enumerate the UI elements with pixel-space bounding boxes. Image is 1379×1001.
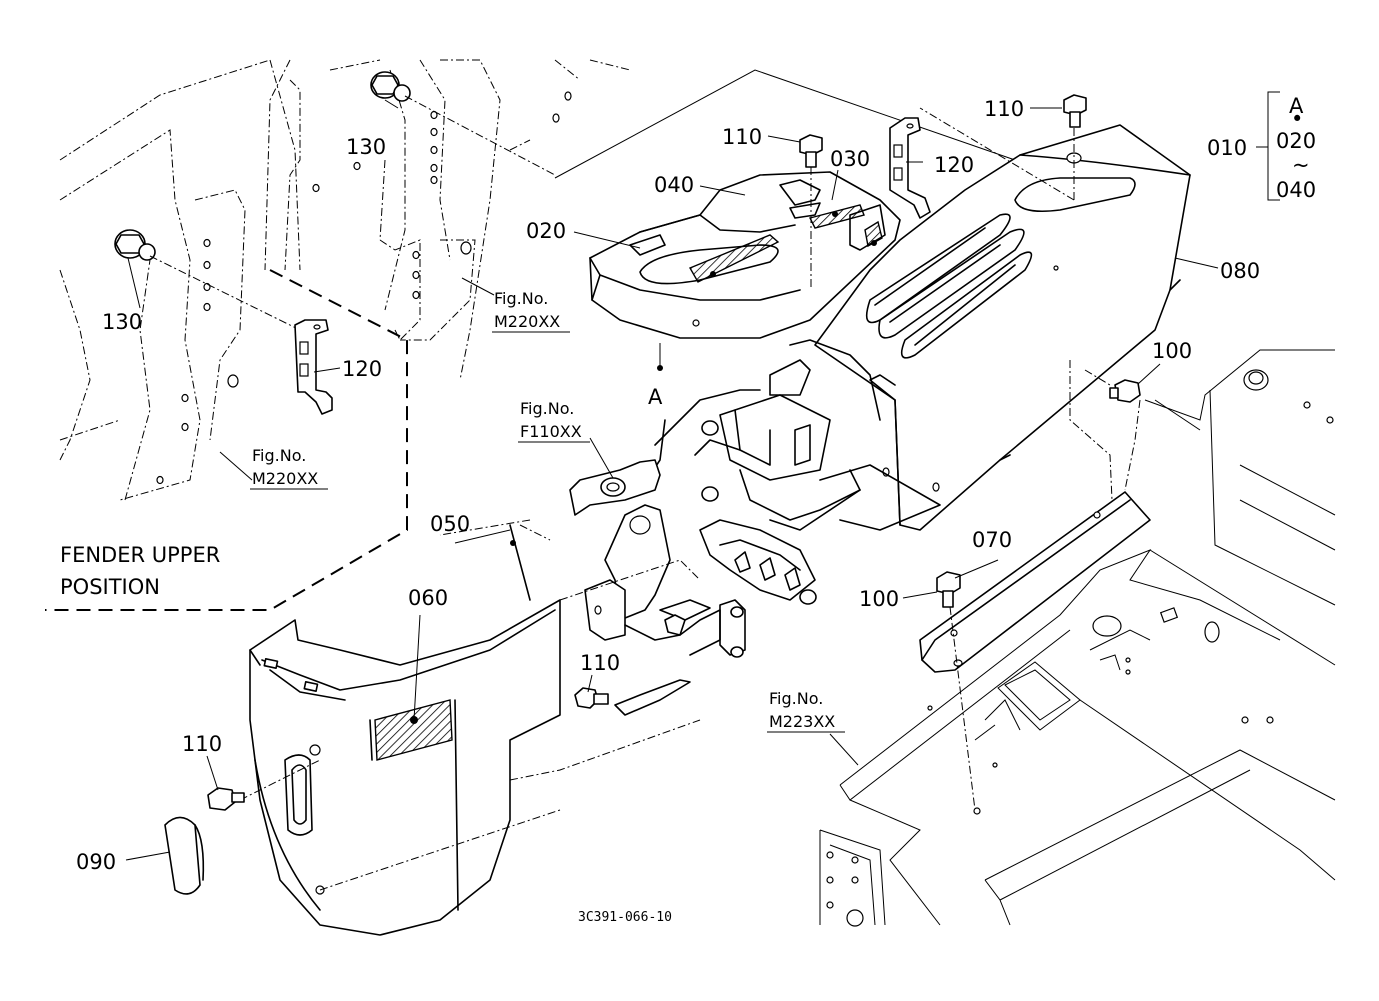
callout-120-inset: 120 — [342, 357, 382, 381]
group-to: 040 — [1276, 178, 1316, 202]
callout-labels: 010 020 030 040 050 060 070 080 090 100 … — [76, 94, 1316, 874]
bolt-100-upper — [1109, 379, 1141, 403]
callout-130-lower: 130 — [102, 310, 142, 334]
callout-100-lower: 100 — [859, 587, 899, 611]
group-tilde: ~ — [1292, 153, 1310, 177]
bolt-110-top-mid — [799, 134, 823, 168]
fig-ref-1-prefix: Fig.No. — [494, 289, 548, 308]
callout-120-upper: 120 — [934, 153, 974, 177]
leader-lines — [125, 91, 1280, 861]
view-marker-a: A — [648, 385, 663, 409]
bolt-100-lower — [936, 571, 961, 608]
group-from: 020 — [1276, 129, 1316, 153]
callout-110-top-right: 110 — [984, 97, 1024, 121]
callout-060: 060 — [408, 586, 448, 610]
console-cover-080 — [814, 124, 1191, 531]
support-frame — [639, 339, 941, 605]
bolt-130-upper — [370, 71, 411, 102]
fig-ref-3-code: F110XX — [520, 422, 582, 441]
armrest-assembly-020-040 — [589, 171, 901, 339]
fender-upper-position-inset — [45, 59, 631, 611]
bolt-110-top-right — [1063, 94, 1087, 128]
bracket-070 — [919, 491, 1151, 673]
callout-080: 080 — [1220, 259, 1260, 283]
callout-070: 070 — [972, 528, 1012, 552]
cap-090 — [164, 816, 205, 895]
callout-110-mid: 110 — [580, 651, 620, 675]
fig-ref-2-code: M220XX — [252, 469, 318, 488]
floor-step-plate — [819, 349, 1336, 927]
bolt-130-lower — [114, 229, 156, 261]
callout-020: 020 — [526, 219, 566, 243]
fig-ref-4-prefix: Fig.No. — [769, 689, 823, 708]
callout-050: 050 — [430, 512, 470, 536]
fig-ref-4-code: M223XX — [769, 712, 835, 731]
side-cover-050 — [249, 524, 561, 936]
callout-090: 090 — [76, 850, 116, 874]
callout-100-upper: 100 — [1152, 339, 1192, 363]
inset-boundary — [45, 269, 408, 611]
callout-110-top-mid: 110 — [722, 125, 762, 149]
fig-ref-1-code: M220XX — [494, 312, 560, 331]
bolt-110-lower-left — [207, 787, 245, 811]
fig-ref-3-prefix: Fig.No. — [520, 399, 574, 418]
inset-caption: FENDER UPPER POSITION — [60, 543, 220, 599]
callout-040: 040 — [654, 173, 694, 197]
callout-010: 010 — [1207, 136, 1247, 160]
fig-ref-2-prefix: Fig.No. — [252, 446, 306, 465]
group-dot: • — [1291, 107, 1303, 131]
bolt-110-mid — [574, 687, 609, 709]
lever-bracket — [544, 459, 746, 716]
inset-caption-line1: FENDER UPPER — [60, 543, 220, 567]
inset-caption-line2: POSITION — [60, 575, 160, 599]
bracket-120-upper — [889, 117, 931, 219]
fender-mount-holes — [156, 91, 572, 485]
bracket-120-inset — [294, 319, 333, 415]
callout-130-upper: 130 — [346, 135, 386, 159]
callout-030: 030 — [830, 147, 870, 171]
callout-110-lower-left: 110 — [182, 732, 222, 756]
group-label-a: A — [1289, 94, 1304, 118]
drawing-number: 3C391-066-10 — [578, 910, 672, 925]
figure-references: Fig.No. M220XX Fig.No. M220XX Fig.No. F1… — [250, 289, 845, 733]
